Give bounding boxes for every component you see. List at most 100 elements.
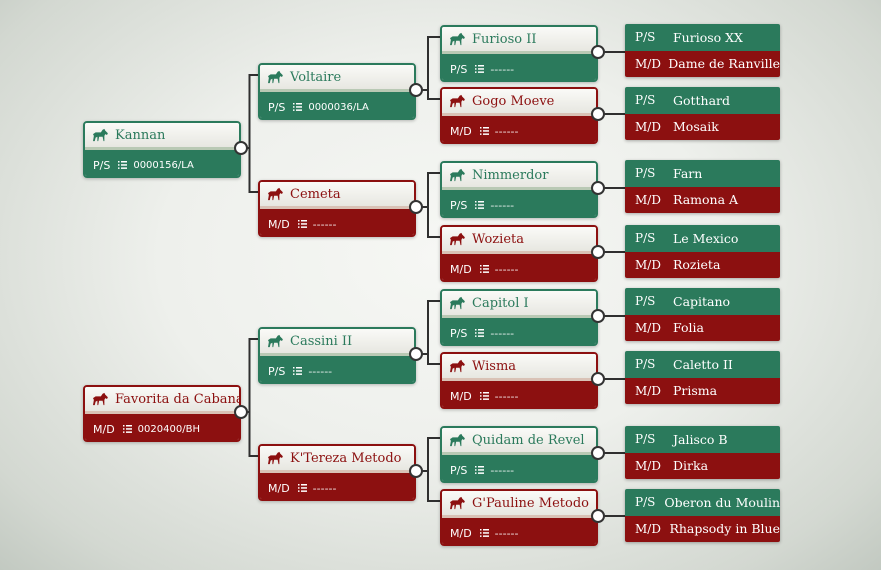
expand-node[interactable]	[234, 405, 248, 419]
list-icon	[475, 65, 485, 73]
sex-label: M/D	[268, 481, 290, 495]
expand-node[interactable]	[409, 200, 423, 214]
expand-node[interactable]	[409, 83, 423, 97]
sire-name: Gotthard	[673, 92, 731, 108]
card-footer: M/D------	[260, 209, 414, 235]
sex-label: M/D	[450, 389, 472, 403]
horse-icon	[450, 94, 465, 108]
expand-node[interactable]	[591, 446, 605, 460]
expand-node[interactable]	[591, 107, 605, 121]
dam-name: Ramona A	[673, 192, 739, 208]
horse-name: G'Pauline Metodo	[472, 495, 589, 511]
registration-code: ------	[494, 124, 519, 138]
list-icon	[479, 529, 489, 537]
card-footer: M/D------	[442, 116, 596, 142]
card-footer: P/S------	[442, 455, 596, 481]
sex-label: M/D	[93, 422, 115, 436]
sex-label: P/S	[450, 326, 468, 340]
card-footer: P/S------	[442, 318, 596, 344]
card-header: Wisma	[442, 354, 596, 381]
expand-node[interactable]	[409, 347, 423, 361]
horse-name: Gogo Moeve	[472, 93, 555, 109]
horse-icon	[450, 496, 465, 510]
horse-icon	[450, 433, 465, 447]
list-icon	[479, 392, 489, 400]
card-header: Cassini II	[260, 329, 414, 356]
sex-label: M/D	[450, 262, 472, 276]
horse-icon	[268, 70, 283, 84]
horse-icon	[268, 334, 283, 348]
expand-node[interactable]	[591, 245, 605, 259]
expand-node[interactable]	[591, 372, 605, 386]
card-footer: M/D ------	[260, 473, 414, 499]
connector-line	[241, 338, 258, 413]
registration-code: ------	[494, 526, 519, 540]
horse-name: Favorita da Cabana	[115, 391, 239, 407]
sire-name: Le Mexico	[673, 230, 739, 246]
expand-node[interactable]	[234, 141, 248, 155]
list-icon	[297, 220, 307, 228]
card-header: Wozieta	[442, 227, 596, 254]
expand-node[interactable]	[591, 45, 605, 59]
expand-node[interactable]	[591, 509, 605, 523]
sex-label: M/D	[635, 383, 661, 398]
registration-code: ------	[308, 364, 333, 378]
expand-node[interactable]	[409, 464, 423, 478]
connector-line	[241, 74, 258, 149]
horse-icon	[450, 232, 465, 246]
sex-label: M/D	[635, 192, 661, 207]
card-header: Furioso II	[442, 27, 596, 54]
list-icon	[118, 161, 128, 169]
expand-node[interactable]	[591, 181, 605, 195]
horse-name: Nimmerdor	[472, 167, 549, 183]
horse-icon	[450, 359, 465, 373]
dam-row[interactable]: M/D Ramona A	[625, 186, 780, 213]
registration-code: ------	[312, 481, 337, 495]
card-header: Cemeta	[260, 182, 414, 209]
horse-name: K'Tereza Metodo	[290, 450, 402, 466]
horse-icon	[450, 32, 465, 46]
card-header: Capitol I	[442, 291, 596, 318]
card-footer: P/S------	[442, 54, 596, 80]
expand-node[interactable]	[591, 309, 605, 323]
dam-name: Mosaik	[673, 119, 719, 135]
